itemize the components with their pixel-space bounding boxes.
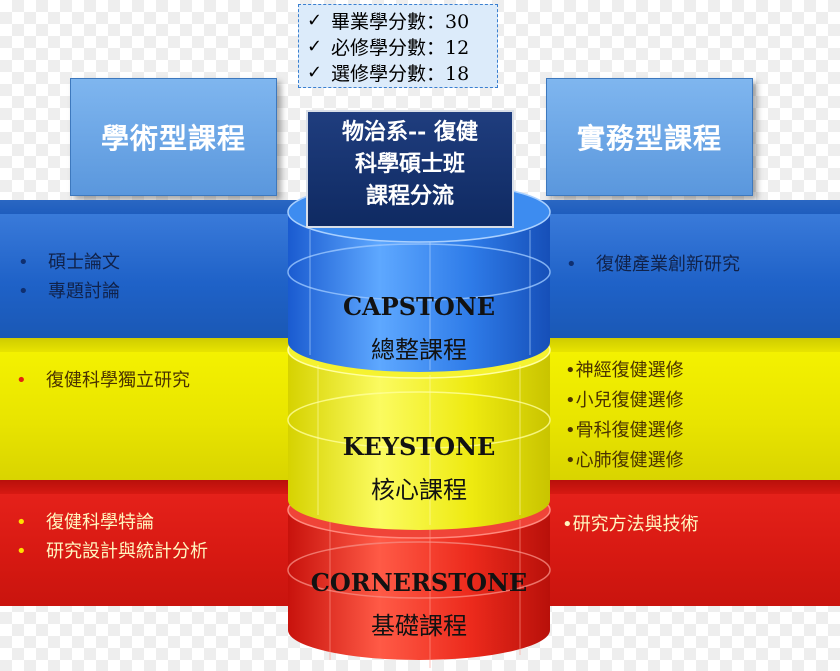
capstone-label-zh: 總整課程 xyxy=(371,336,467,364)
check-icon: ✓ xyxy=(307,9,323,31)
requirement-elective: ✓ 選修學分數：18 xyxy=(307,59,497,85)
list-item: • 碩士論文 xyxy=(18,248,120,277)
program-title-line2: 科學碩士班 xyxy=(354,151,465,177)
bullet-icon: • xyxy=(566,254,577,275)
list-item: •研究方法與技術 xyxy=(562,514,699,535)
capstone-academic-list: • 碩士論文 • 專題討論 xyxy=(18,248,120,306)
bullet-icon: • xyxy=(18,281,29,302)
list-item: • 專題討論 xyxy=(18,277,120,306)
cornerstone-label-zh: 基礎課程 xyxy=(371,612,467,640)
course-name: 復健科學特論 xyxy=(46,512,154,533)
requirement-text: 畢業學分數：30 xyxy=(331,10,470,33)
check-icon: ✓ xyxy=(307,61,323,83)
course-name: 研究設計與統計分析 xyxy=(46,541,208,562)
bullet-icon: • xyxy=(16,541,27,562)
check-icon: ✓ xyxy=(307,35,323,57)
bullet-icon: • xyxy=(16,370,27,391)
requirement-required: ✓ 必修學分數：12 xyxy=(307,33,497,59)
program-title-line1: 物治系-- 復健 xyxy=(342,119,478,145)
list-item: •心肺復健選修 xyxy=(565,450,684,471)
program-title-box: 物治系-- 復健 科學碩士班 課程分流 xyxy=(306,110,514,228)
list-item: •骨科復健選修 xyxy=(565,420,684,441)
capstone-practical-list: • 復健產業創新研究 xyxy=(566,250,740,279)
keystone-practical-list: •神經復健選修 •小兒復健選修 •骨科復健選修 •心肺復健選修 xyxy=(565,356,684,476)
program-title-line3: 課程分流 xyxy=(365,183,454,209)
requirement-text: 必修學分數：12 xyxy=(331,36,470,59)
list-item: • 復健科學特論 xyxy=(16,508,208,537)
capstone-label: CAPSTONE xyxy=(342,292,496,321)
list-item: • 研究設計與統計分析 xyxy=(16,537,208,566)
requirement-total: ✓ 畢業學分數：30 xyxy=(307,7,497,33)
keystone-label: KEYSTONE xyxy=(342,432,496,461)
academic-track-header: 學術型課程 xyxy=(70,78,277,196)
bullet-icon: • xyxy=(18,252,29,273)
keystone-label-zh: 核心課程 xyxy=(371,476,467,504)
list-item: •小兒復健選修 xyxy=(565,390,684,411)
course-name: 碩士論文 xyxy=(48,252,120,273)
list-item: • 復健產業創新研究 xyxy=(566,250,740,279)
keystone-academic-list: • 復健科學獨立研究 xyxy=(16,366,190,395)
requirements-box: ✓ 畢業學分數：30 ✓ 必修學分數：12 ✓ 選修學分數：18 xyxy=(298,4,498,88)
cornerstone-practical-list: •研究方法與技術 xyxy=(562,510,699,539)
practical-track-header: 實務型課程 xyxy=(546,78,753,196)
requirement-text: 選修學分數：18 xyxy=(331,62,470,85)
course-name: 復健科學獨立研究 xyxy=(46,370,190,391)
bullet-icon: • xyxy=(16,512,27,533)
list-item: •神經復健選修 xyxy=(565,360,684,381)
cornerstone-label: CORNERSTONE xyxy=(310,568,528,597)
course-name: 專題討論 xyxy=(48,281,120,302)
list-item: • 復健科學獨立研究 xyxy=(16,366,190,395)
course-name: 復健產業創新研究 xyxy=(596,254,740,275)
cornerstone-academic-list: • 復健科學特論 • 研究設計與統計分析 xyxy=(16,508,208,566)
